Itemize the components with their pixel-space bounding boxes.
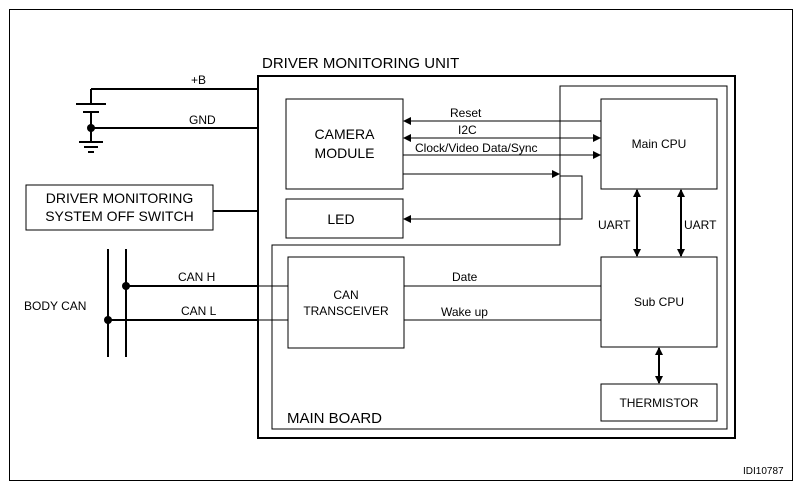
can-h-label: CAN H: [178, 270, 215, 284]
date-label: Date: [452, 270, 478, 284]
can-transceiver-label-1: CAN: [333, 288, 358, 302]
ground-symbol-icon: [79, 141, 103, 153]
uart-right-label: UART: [684, 218, 717, 232]
figure-id: IDI10787: [743, 466, 784, 477]
camera-module-label-1: CAMERA: [315, 126, 376, 142]
plus-b-label: +B: [191, 73, 206, 87]
main-cpu-label: Main CPU: [632, 137, 687, 151]
driver-monitoring-unit-box: [257, 75, 736, 439]
system-off-switch-block: [25, 184, 214, 231]
led-block: [285, 198, 404, 239]
can-transceiver-block: [287, 256, 405, 349]
sub-cpu-label: Sub CPU: [634, 295, 684, 309]
uart-left-label: UART: [598, 218, 631, 232]
gnd-label: GND: [189, 113, 216, 127]
figure-frame: [9, 9, 793, 481]
led-label: LED: [327, 211, 354, 227]
camera-module-block: [285, 98, 404, 190]
thermistor-label: THERMISTOR: [619, 396, 698, 410]
body-can-label: BODY CAN: [24, 299, 86, 313]
i2c-label: I2C: [458, 123, 477, 137]
reset-label: Reset: [450, 106, 482, 120]
wake-up-label: Wake up: [441, 305, 488, 319]
can-transceiver-label-2: TRANSCEIVER: [303, 304, 389, 318]
clock-video-sync-label: Clock/Video Data/Sync: [415, 141, 538, 155]
driver-monitoring-unit-label: DRIVER MONITORING UNIT: [262, 55, 459, 72]
camera-module-label-2: MODULE: [315, 145, 375, 161]
system-off-switch-label-1: DRIVER MONITORING: [46, 190, 194, 206]
can-l-label: CAN L: [181, 304, 217, 318]
main-board-label: MAIN BOARD: [287, 410, 382, 427]
system-off-switch-label-2: SYSTEM OFF SWITCH: [45, 208, 194, 224]
main-cpu-block: [600, 98, 718, 190]
thermistor-block: [600, 383, 718, 422]
sub-cpu-block: [600, 256, 718, 348]
led-drive-line: [403, 175, 583, 223]
main-board-outline: [271, 85, 728, 430]
